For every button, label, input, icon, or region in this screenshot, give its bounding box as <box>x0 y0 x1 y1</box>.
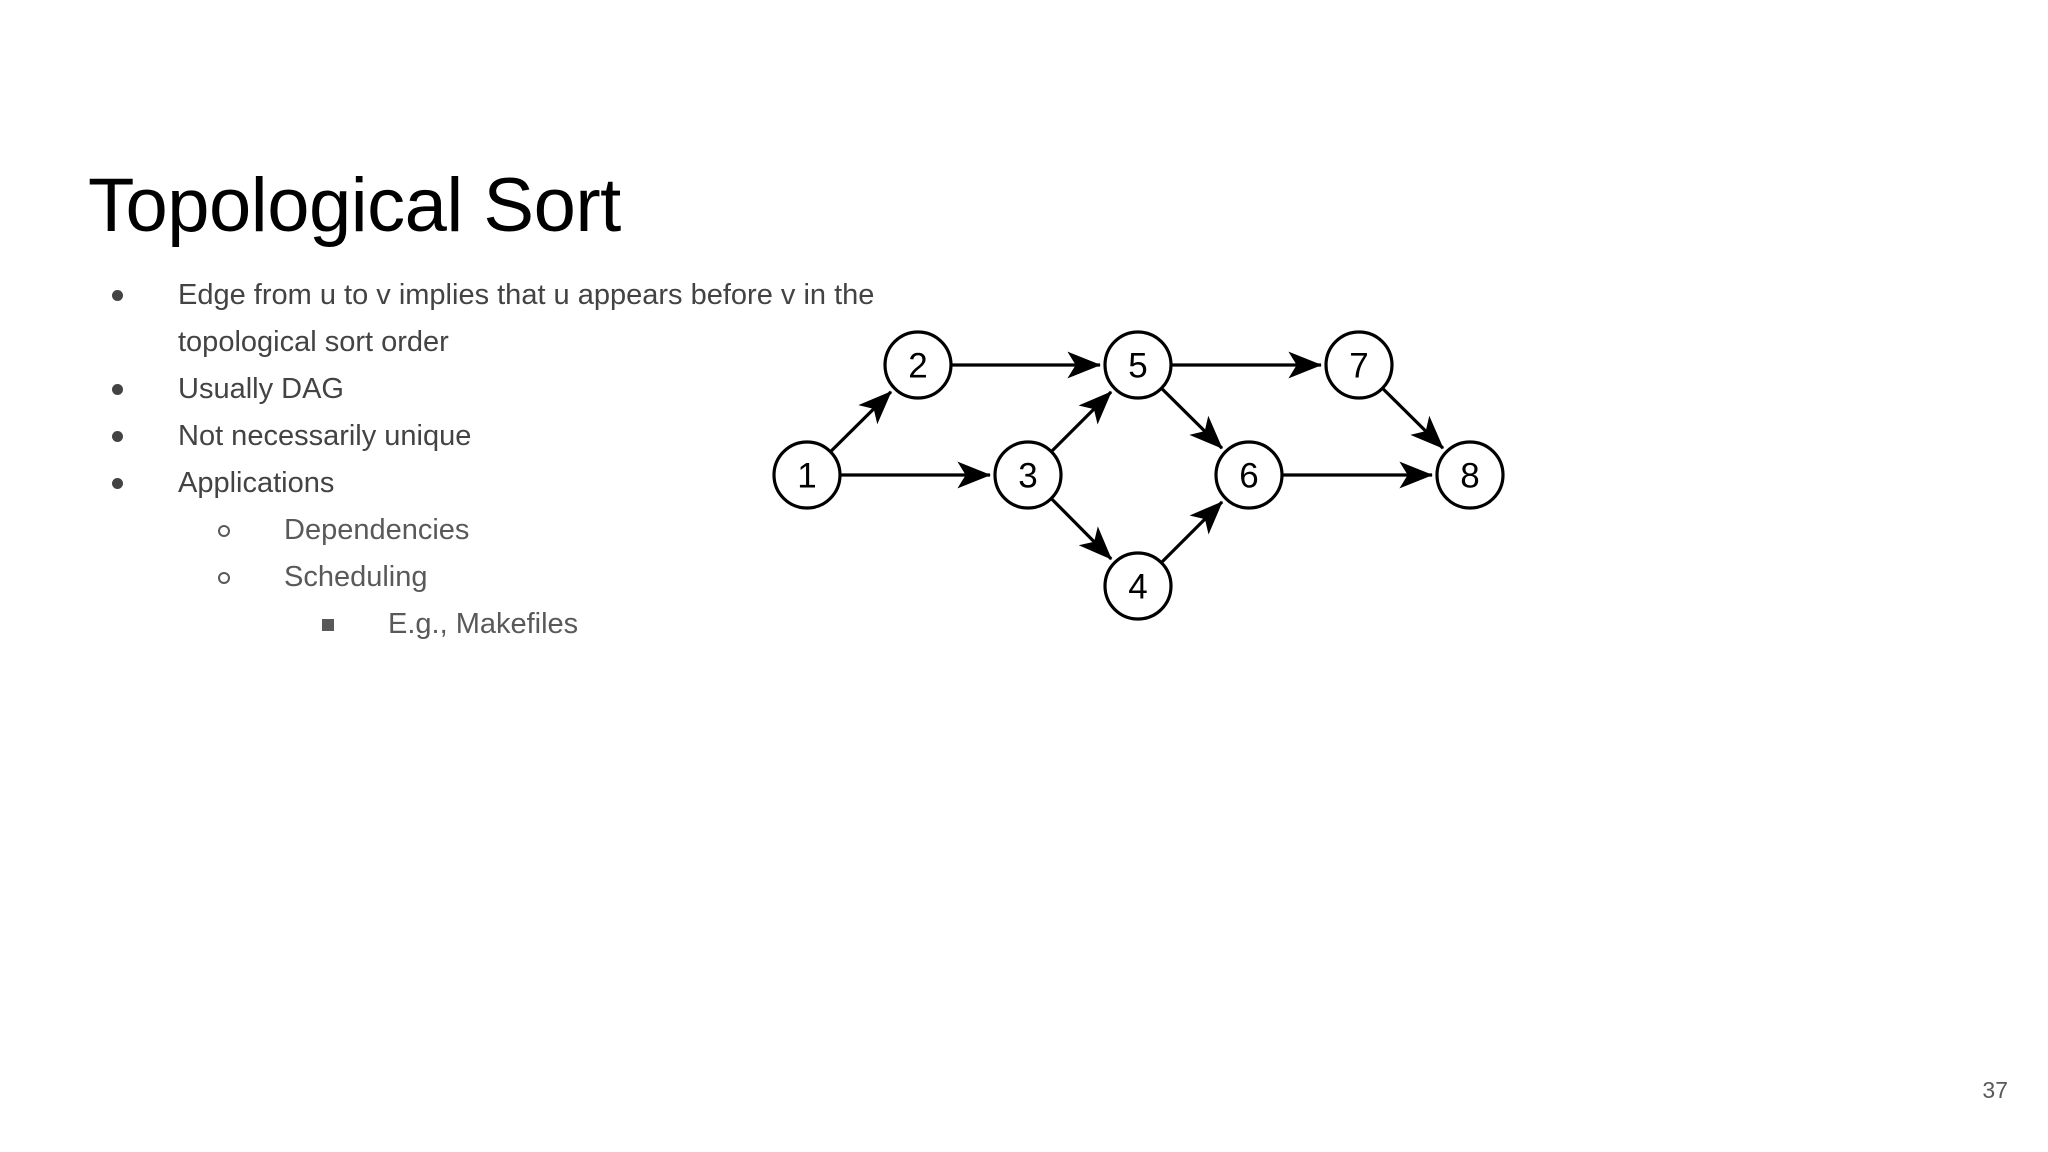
list-item-label: Usually DAG <box>178 373 344 405</box>
disc-filled-icon-glyph <box>112 290 123 301</box>
dag-edges <box>829 351 1445 564</box>
list-item: Scheduling <box>112 554 932 601</box>
circle-hollow-icon <box>218 554 284 601</box>
disc-filled-icon <box>112 272 178 319</box>
disc-filled-icon <box>112 366 178 413</box>
list-item-label: Not necessarily unique <box>178 420 472 452</box>
disc-filled-icon-glyph <box>112 478 123 489</box>
dag-node-7[interactable]: 7 <box>1324 330 1394 400</box>
dag-edge-5-to-6 <box>1160 387 1224 450</box>
dag-node-2[interactable]: 2 <box>883 330 953 400</box>
dag-node-circle-7[interactable] <box>1324 330 1394 400</box>
dag-node-circle-1[interactable] <box>772 440 842 510</box>
list-item: Applications <box>112 460 932 507</box>
dag-node-circle-8[interactable] <box>1435 440 1505 510</box>
dag-node-label-5: 5 <box>1128 347 1147 386</box>
list-item-label: E.g., Makefiles <box>388 608 579 640</box>
dag-node-label-2: 2 <box>908 347 927 386</box>
list-item-label: Applications <box>178 467 335 499</box>
dag-node-5[interactable]: 5 <box>1103 330 1173 400</box>
dag-nodes: 1 2 3 4 5 6 7 8 <box>772 330 1505 621</box>
dag-edge-3-to-4 <box>1050 497 1113 561</box>
list-item: Dependencies <box>112 507 932 554</box>
dag-node-6[interactable]: 6 <box>1214 440 1284 510</box>
dag-node-circle-2[interactable] <box>883 330 953 400</box>
dag-node-circle-5[interactable] <box>1103 330 1173 400</box>
list-item-label: Dependencies <box>284 514 470 546</box>
dag-node-label-6: 6 <box>1239 457 1258 496</box>
dag-node-circle-3[interactable] <box>993 440 1063 510</box>
disc-filled-icon <box>112 460 178 507</box>
dag-node-circle-4[interactable] <box>1103 551 1173 621</box>
dag-node-circle-6[interactable] <box>1214 440 1284 510</box>
dag-node-label-3: 3 <box>1018 457 1037 496</box>
disc-filled-icon-glyph <box>112 431 123 442</box>
disc-filled-icon-glyph <box>112 384 123 395</box>
circle-hollow-icon-glyph <box>218 571 230 584</box>
page-number: 37 <box>1982 1077 2008 1103</box>
circle-hollow-icon <box>218 507 284 554</box>
dag-diagram-svg: 1 2 3 4 5 6 7 8 <box>772 330 1505 621</box>
page-title: Topological Sort <box>88 162 621 248</box>
dag-edge-7-to-8 <box>1381 387 1445 450</box>
dag-node-1[interactable]: 1 <box>772 440 842 510</box>
list-item: Usually DAG <box>112 366 932 413</box>
dag-node-label-7: 7 <box>1349 347 1368 386</box>
dag-diagram: 1 2 3 4 5 6 7 8 <box>700 280 1580 700</box>
disc-filled-icon <box>112 413 178 460</box>
square-filled-icon <box>322 601 388 648</box>
list-item-label: Scheduling <box>284 561 428 593</box>
dag-node-label-1: 1 <box>797 457 816 496</box>
dag-node-8[interactable]: 8 <box>1435 440 1505 510</box>
dag-node-label-4: 4 <box>1128 568 1147 607</box>
square-filled-icon-glyph <box>322 618 334 631</box>
list-item: Not necessarily unique <box>112 413 932 460</box>
dag-node-3[interactable]: 3 <box>993 440 1063 510</box>
circle-hollow-icon-glyph <box>218 524 230 537</box>
dag-edge-4-to-6 <box>1160 500 1224 564</box>
list-item: Edge from u to v implies that u appears … <box>112 272 932 366</box>
dag-edge-1-to-2 <box>829 390 893 453</box>
bullet-list: Edge from u to v implies that u appears … <box>112 272 932 648</box>
list-item: E.g., Makefiles <box>112 601 932 648</box>
list-item-label: Edge from u to v implies that u appears … <box>178 279 883 358</box>
dag-edge-3-to-5 <box>1050 390 1113 453</box>
dag-node-label-8: 8 <box>1460 457 1479 496</box>
dag-node-4[interactable]: 4 <box>1103 551 1173 621</box>
